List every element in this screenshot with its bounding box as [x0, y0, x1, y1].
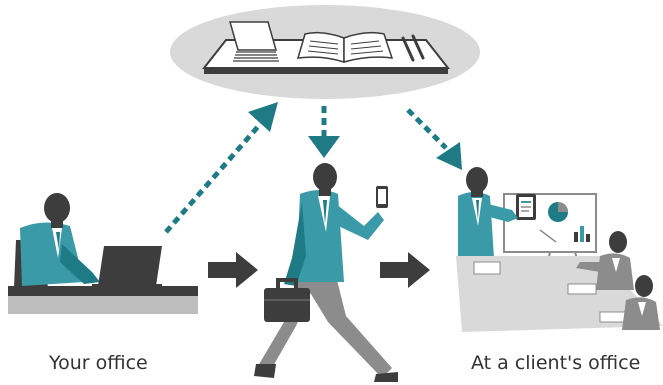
right-arrow-icon: [208, 252, 258, 288]
pen-icon: [401, 34, 425, 62]
client-office-scene: [456, 167, 663, 332]
laptop-icon: [92, 246, 162, 288]
your-office-label: Your office: [49, 352, 148, 374]
smartphone-icon: [376, 186, 388, 208]
walking-businessman: [254, 163, 398, 382]
client-office-label: At a client's office: [471, 352, 641, 374]
dashed-arrow-icon: [164, 102, 462, 234]
paper-stack-icon: [229, 21, 279, 62]
tablet-icon: [516, 194, 536, 220]
cloud-documents-icon: [170, 5, 480, 99]
your-office-scene: [8, 193, 198, 314]
right-arrow-icon: [380, 252, 430, 288]
briefcase-icon: [264, 278, 310, 322]
open-book-icon: [296, 31, 394, 64]
